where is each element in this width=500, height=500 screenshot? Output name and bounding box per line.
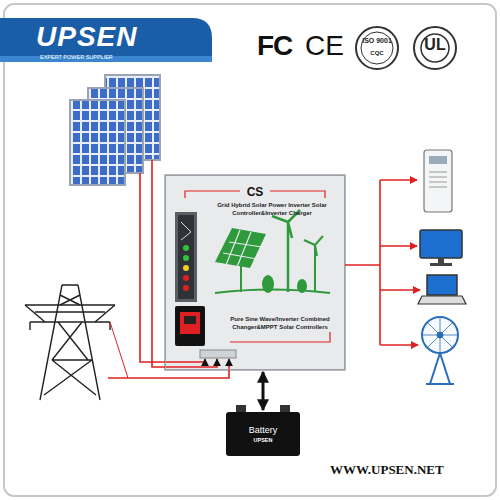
website-url: WWW.UPSEN.NET [330,462,444,478]
brand-logo: UPSEN [36,21,137,53]
air-conditioner-part [424,150,452,212]
battery: BatteryUPSEN [226,412,300,456]
label-slot: UPSEN [36,21,137,53]
power-tower-part [40,285,100,400]
page-frame [4,4,496,496]
led-strip [175,212,197,302]
terminal-block-part [200,350,236,358]
monitor [420,230,462,266]
power-switch-part [184,316,196,324]
led-strip-part [175,212,197,302]
load-wire-part [380,245,417,247]
air-conditioner [424,150,452,212]
label-slot: CQC [359,50,395,56]
label-slot: ISO 9001 [359,37,395,44]
cert-mark: ISO 9001 [359,37,395,44]
power-tower [25,285,115,400]
terminal-block [200,350,236,358]
fan-part [422,317,458,353]
inverter-box: CS Grid Hybrid Solar Power Inverter Solar… [165,175,345,370]
load-wire-part [380,344,418,346]
power-tower-part [44,322,96,395]
green-energy-emblem-part [223,230,262,267]
load-wire-part [380,289,420,291]
led-strip-part [183,285,189,291]
label-slot: UL [423,36,447,54]
label-slot: WWW.UPSEN.NET [330,462,444,478]
cert-mark: FC [257,30,292,62]
green-energy-emblem-part [240,266,242,292]
green-energy-emblem-part [272,210,300,292]
label-slot: CE [305,30,344,62]
logo-banner-part [0,18,212,62]
solar-panel [70,75,160,185]
panel-bracket-part [230,332,330,342]
laptop-part [418,296,466,304]
power-tower-part [25,295,115,322]
green-energy-emblem [215,210,330,293]
monitor-part [438,258,444,263]
battery-label: Battery [249,425,278,435]
fan [422,317,458,384]
input-wire [108,160,229,378]
load-wire-part [379,180,381,345]
ul-seal-part [421,34,449,62]
load-wire-part [380,179,417,181]
power-switch [175,306,205,346]
green-energy-emblem-part [304,236,323,292]
input-wire-part [152,160,217,367]
led-strip-part [183,245,189,251]
led-strip-part [183,275,189,281]
fan-part [422,317,458,353]
label-slot: EXPERT POWER SUPPLIER [40,54,113,60]
ul-seal-part [414,27,456,69]
green-energy-emblem-part [215,290,330,294]
monitor-part [430,263,452,266]
iso-seal-part [361,32,393,64]
solar-panel-part [70,100,125,185]
iso-seal-part [356,27,398,69]
product-subtitle: Grid Hybrid Solar Power Inverter Solar C… [208,202,336,217]
page-frame-part [4,4,496,496]
logo-banner [0,18,212,62]
double-arrow [262,372,265,410]
monitor-part [420,230,462,258]
led-strip-part [178,215,194,299]
load-wire-part [345,264,380,266]
power-tower-part [25,305,115,322]
input-wire-part [140,173,205,362]
fan-part [426,353,454,384]
laptop [418,275,466,304]
power-switch-part [175,306,205,346]
model-name: CS [247,185,264,199]
cert-mark: CQC [359,50,395,56]
laptop-part [427,275,457,295]
led-strip-part [183,265,189,271]
battery-brand: UPSEN [254,437,273,443]
cert-mark: CE [305,30,344,62]
input-wire-part [110,322,128,378]
load-wire [345,180,420,345]
inverter-housing [165,175,345,370]
input-wire-part [108,359,229,378]
power-switch-part [180,312,200,334]
brand-slogan: EXPERT POWER SUPPLIER [40,54,113,60]
inverter-housing-part [165,175,345,370]
air-conditioner-part [429,156,447,164]
green-energy-emblem-part [215,228,266,268]
power-tower-part [30,322,110,330]
fan-part [437,332,443,338]
air-conditioner-part [429,172,447,187]
led-strip-part [183,255,189,261]
cert-mark: UL [423,36,447,54]
ul-seal [414,27,456,69]
led-strip-part [181,222,191,240]
product-description: Pure Sine Wave/Inverter Combined Changer… [219,316,341,331]
label-slot: FC [257,30,292,62]
iso-seal [356,27,398,69]
